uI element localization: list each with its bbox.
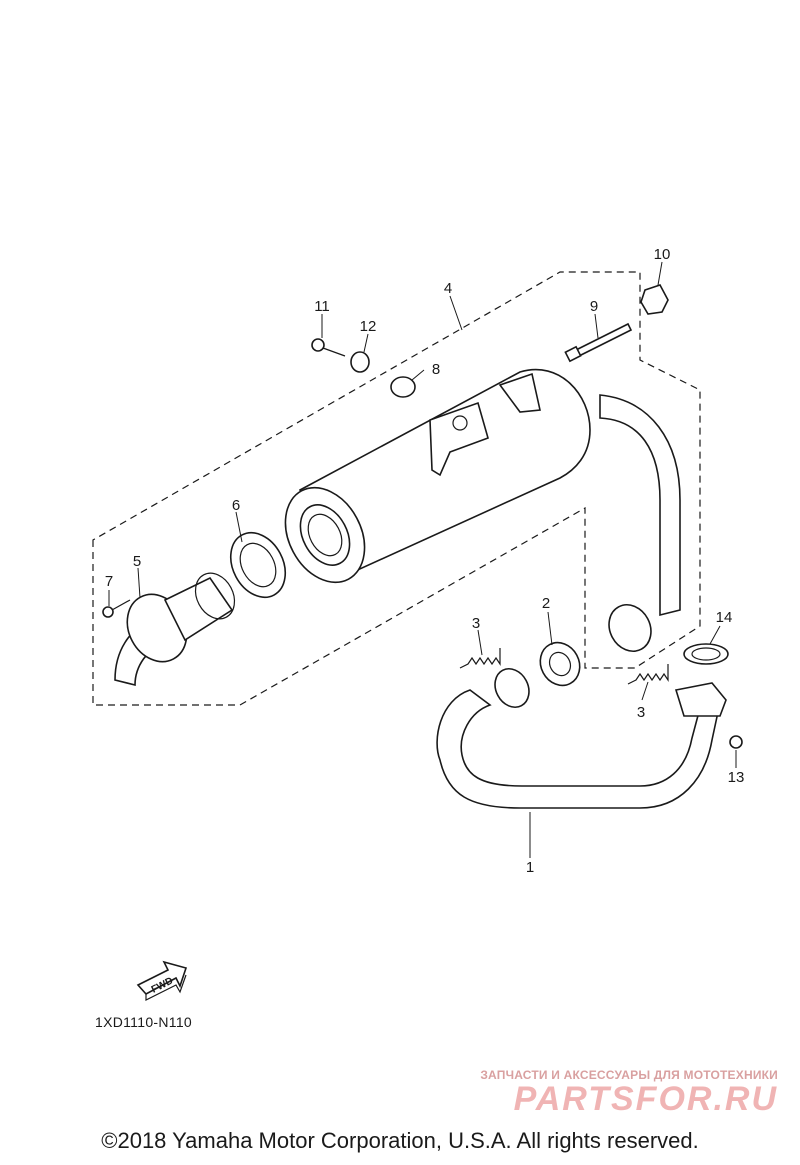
diagram-code: 1XD1110-N110 <box>95 1014 192 1030</box>
spring-3-right <box>627 664 669 685</box>
watermark-tagline: ЗАПЧАСТИ И АКСЕССУАРЫ ДЛЯ МОТОТЕХНИКИ <box>480 1068 778 1082</box>
callout-6: 6 <box>232 497 240 514</box>
collar-12 <box>350 351 370 373</box>
callout-14: 14 <box>716 609 733 626</box>
callout-3-left: 3 <box>472 615 480 632</box>
bolt-7 <box>102 599 131 618</box>
spring-3-left <box>459 648 501 669</box>
fwd-arrow-icon: FWD <box>136 960 188 1001</box>
gasket-2 <box>539 641 581 687</box>
watermark-logo: PARTSFOR.RU <box>513 1080 778 1118</box>
callout-3-right: 3 <box>637 704 645 721</box>
callout-7: 7 <box>105 573 113 590</box>
callout-11: 11 <box>314 298 330 315</box>
callout-5: 5 <box>133 553 141 570</box>
gasket-14 <box>683 643 729 665</box>
bolt-9 <box>564 322 633 363</box>
muffler-body <box>284 368 591 584</box>
copyright-notice: ©2018 Yamaha Motor Corporation, U.S.A. A… <box>101 1128 699 1153</box>
bolt-11 <box>311 338 346 357</box>
callout-10: 10 <box>654 246 671 263</box>
watermark: ЗАПЧАСТИ И АКСЕССУАРЫ ДЛЯ МОТОТЕХНИКИ PA… <box>478 1068 778 1119</box>
callout-1: 1 <box>526 859 534 876</box>
damper-8 <box>390 376 416 398</box>
callout-13: 13 <box>728 769 745 786</box>
callout-2: 2 <box>542 595 550 612</box>
callout-12: 12 <box>360 318 377 335</box>
gasket-6 <box>229 531 287 599</box>
tail-pipe <box>114 572 236 687</box>
nut-13 <box>729 735 743 749</box>
nut-10 <box>640 284 669 315</box>
callout-8: 8 <box>432 361 440 378</box>
callout-4: 4 <box>444 280 452 297</box>
exhaust-pipe <box>436 394 719 809</box>
callout-9: 9 <box>590 298 598 315</box>
leader-lines <box>108 261 737 858</box>
